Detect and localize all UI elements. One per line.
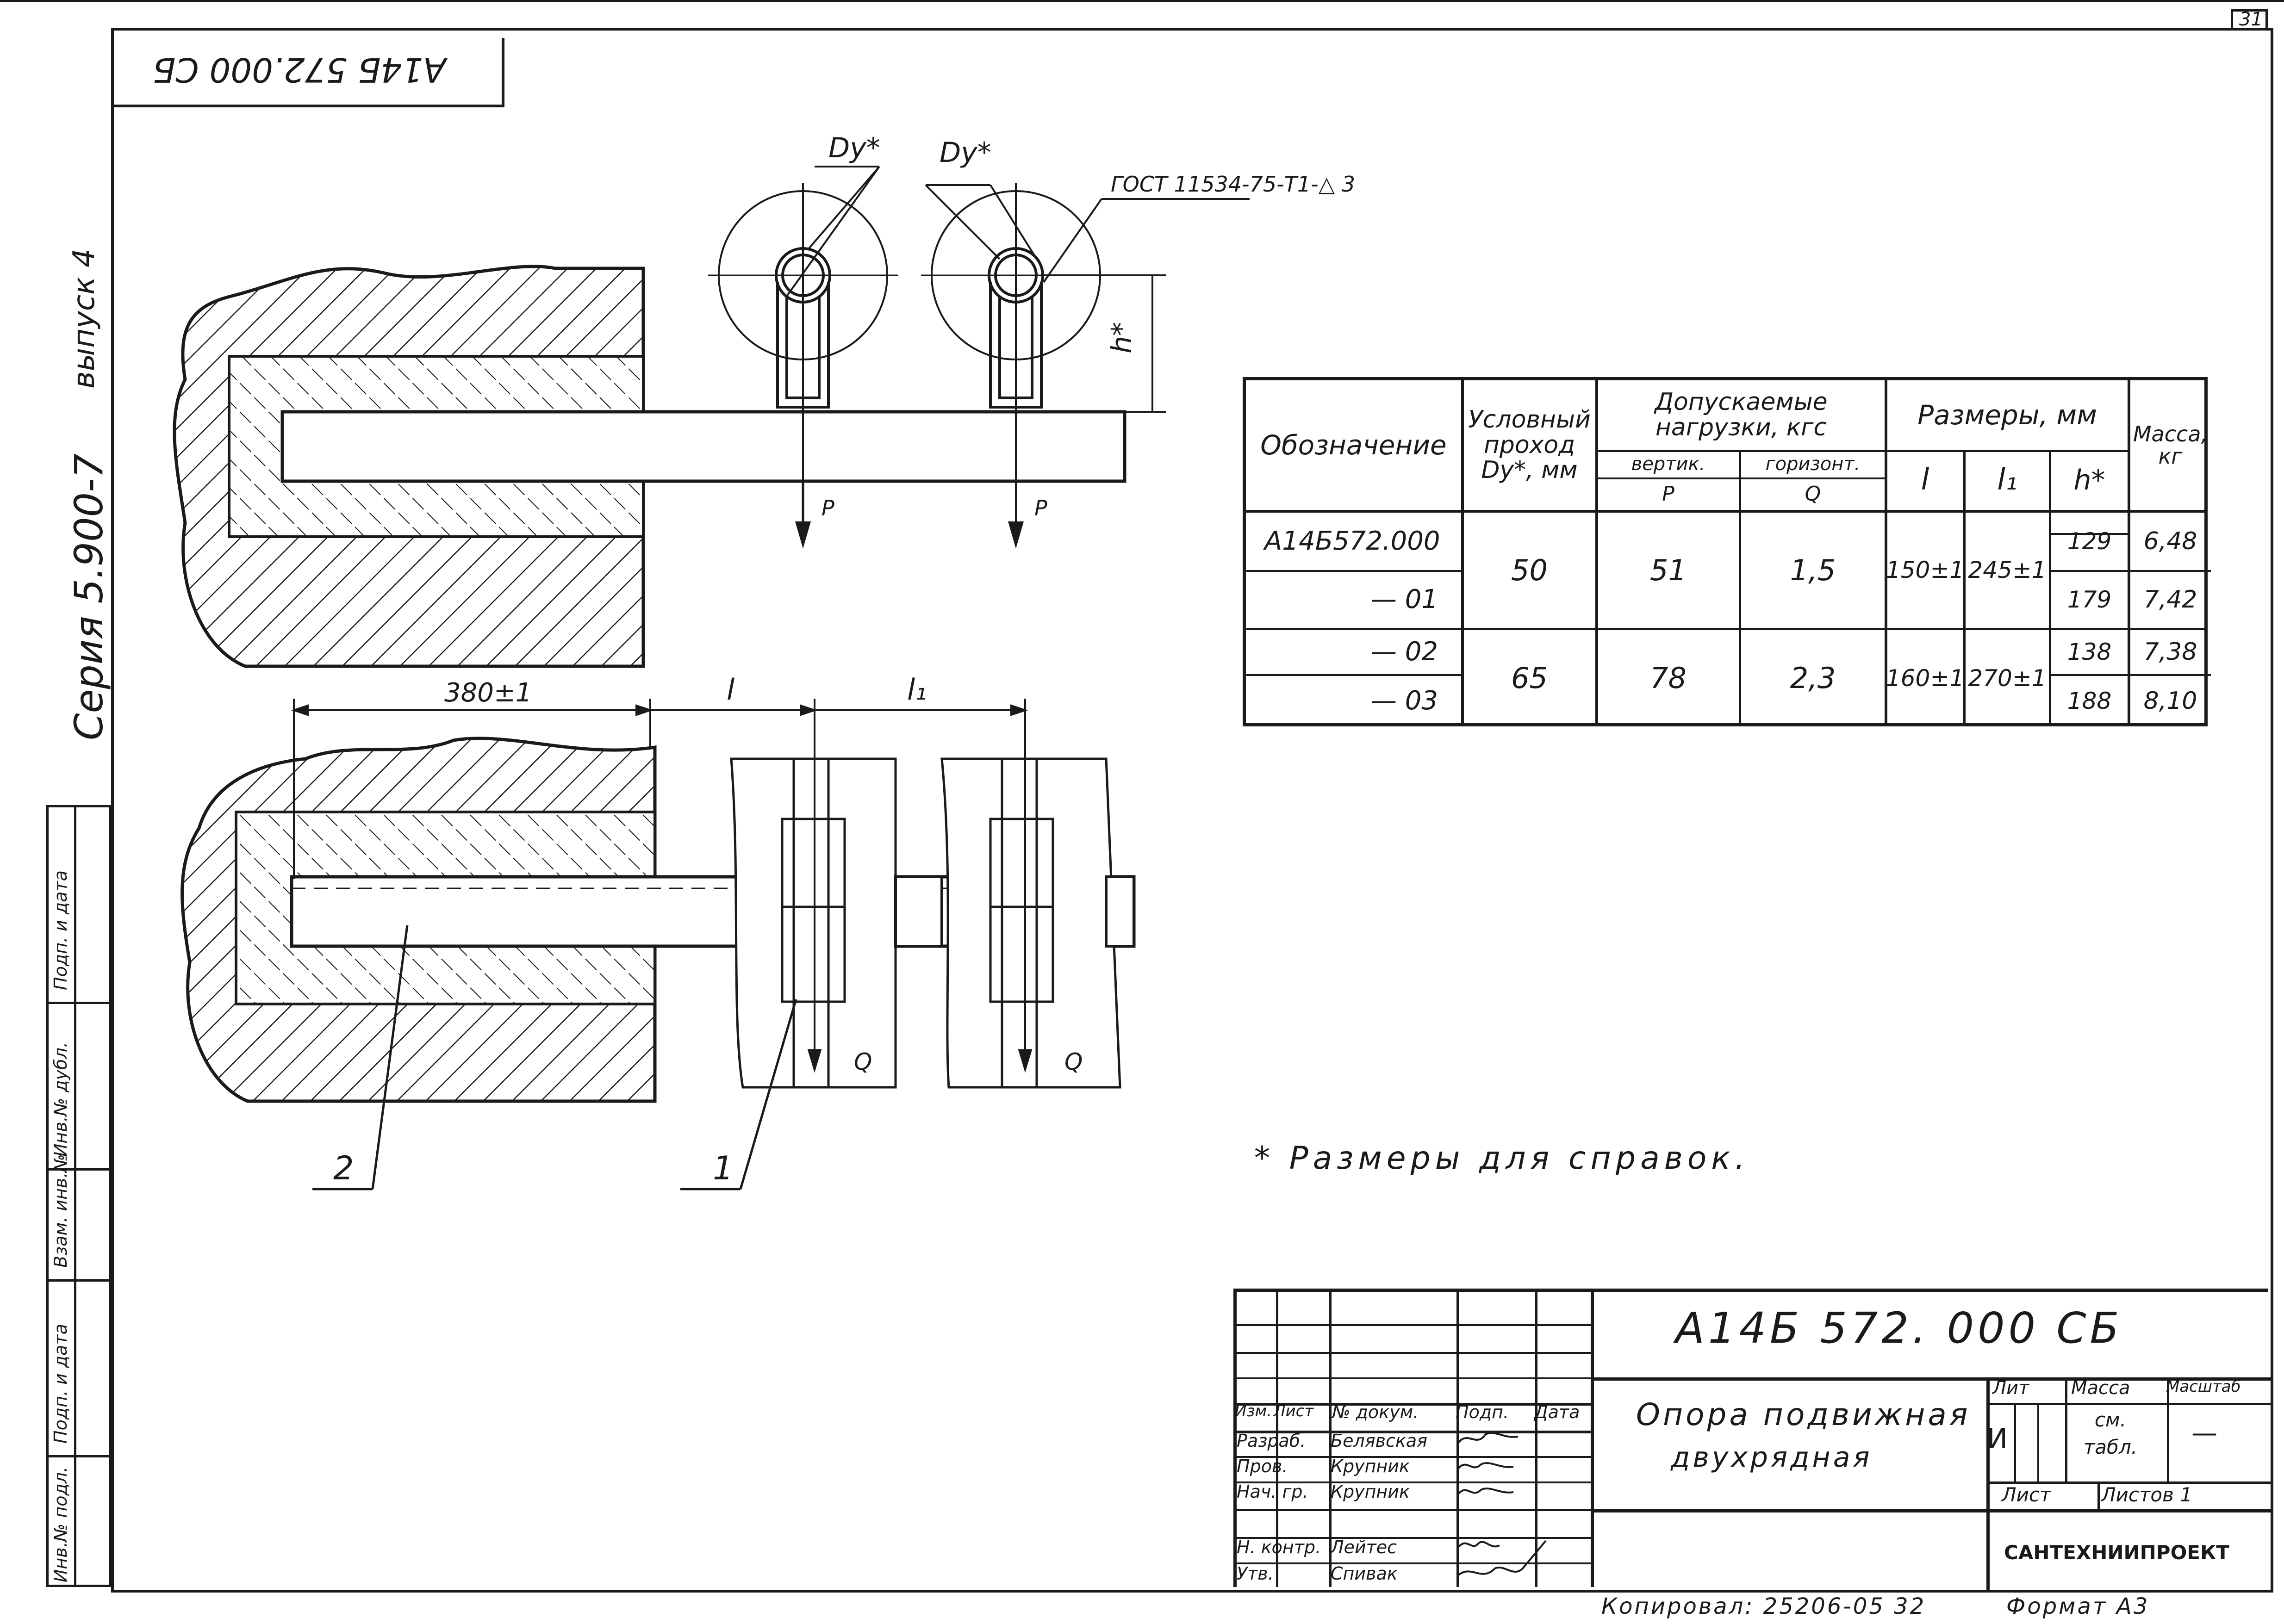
td-mass-2: 7,38	[2143, 638, 2197, 666]
dy-label-right: Dy*	[940, 136, 991, 169]
th-horiz: горизонт.	[1765, 453, 1861, 475]
tb-lit-label: Лит	[1992, 1377, 2029, 1399]
dim-l1: l₁	[907, 673, 927, 707]
weld-note: ГОСТ 11534-75-Т1-△ 3	[1111, 172, 1355, 197]
tb-role-1: Пров.	[1237, 1456, 1288, 1476]
title-block	[1233, 1289, 2271, 1590]
tb-col-sign: Подп.	[1456, 1402, 1509, 1422]
th-mass: Масса, кг	[2133, 421, 2208, 469]
th-q: Q	[1805, 482, 1821, 506]
stamp-sign-date-2: Подп. и дата	[50, 1324, 71, 1444]
h-dimension	[1041, 274, 1166, 413]
copied-by: Копировал: 25206-05 32	[1601, 1593, 1926, 1619]
tb-lit-value: И	[1987, 1423, 2008, 1455]
tb-name-0: Белявская	[1331, 1431, 1427, 1451]
tb-sheets-label: Листов 1	[2101, 1483, 2192, 1506]
tb-organization: САНТЕХНИИПРОЕКТ	[2004, 1541, 2229, 1564]
side-stamp	[46, 805, 111, 1587]
spec-table: Обозначение Условный проход Dy*, мм Допу…	[1243, 377, 2211, 726]
position-2: 2	[333, 1149, 354, 1187]
td-mass-3: 8,10	[2143, 687, 2197, 715]
tb-col-date: Дата	[1534, 1402, 1580, 1422]
tb-role-0: Разраб.	[1237, 1431, 1306, 1451]
tb-col-doc: № докум.	[1332, 1402, 1419, 1422]
position-1: 1	[713, 1149, 734, 1187]
th-designation: Обозначение	[1260, 429, 1447, 461]
td-dy-2: 65	[1511, 661, 1548, 695]
clamp-left	[730, 757, 897, 1089]
dy-leaders	[786, 166, 1250, 297]
signatures	[1457, 1432, 1547, 1576]
td-designation-0: А14Б572.000	[1264, 526, 1440, 556]
tb-mass-value: см. табл.	[2083, 1408, 2138, 1458]
td-h-0: 129	[2067, 527, 2112, 555]
td-l1-0: 245±1	[1968, 557, 2047, 584]
clamp-right	[940, 757, 1121, 1089]
tb-name-1: Опора подвижная	[1636, 1397, 1971, 1432]
stamp-orig-inv: Инв.№ подл.	[50, 1466, 71, 1582]
td-designation-1: — 01	[1370, 584, 1438, 615]
q-label-right: Q	[1064, 1048, 1083, 1075]
td-l-0: 150±1	[1886, 557, 1965, 584]
rotated-code-box	[113, 38, 504, 107]
beam-top	[280, 410, 1126, 483]
tb-col-list: Лист	[1274, 1402, 1314, 1420]
td-h-2: 138	[2067, 638, 2112, 666]
th-l1: l₁	[1997, 463, 2017, 497]
td-mass-0: 6,48	[2143, 527, 2197, 555]
format-label: Формат А3	[2006, 1593, 2150, 1619]
th-l: l	[1921, 463, 1929, 497]
tb-role-2: Нач. гр.	[1237, 1481, 1308, 1502]
tb-name-4: Лейтес	[1331, 1537, 1397, 1557]
plan-dimensions	[291, 699, 1028, 879]
tb-scale-value: —	[2191, 1418, 2217, 1448]
tb-role-4: Н. контр.	[1237, 1537, 1321, 1557]
tb-name-2: Крупник	[1331, 1481, 1410, 1502]
td-q-2: 2,3	[1790, 661, 1836, 695]
th-nominal: Условный проход Dy*, мм	[1468, 406, 1591, 484]
td-p-2: 78	[1650, 661, 1687, 695]
tb-col-izm: Изм.	[1235, 1402, 1272, 1420]
th-loads: Допускаемые нагрузки, кгс	[1655, 388, 1828, 441]
tb-name-2: двухрядная	[1671, 1441, 1873, 1474]
td-dy-0: 50	[1511, 553, 1548, 587]
tb-mass-label: Масса	[2071, 1377, 2130, 1399]
td-h-3: 188	[2067, 687, 2112, 714]
page-number-box	[2231, 9, 2268, 31]
p-label-right: P	[1034, 496, 1047, 521]
h-label: h*	[1106, 322, 1139, 354]
tb-sheet-label: Лист	[2002, 1483, 2051, 1506]
q-label-left: Q	[854, 1048, 872, 1075]
td-designation-3: — 03	[1370, 685, 1438, 716]
tb-name-1: Крупник	[1331, 1456, 1410, 1476]
position-leaders	[312, 925, 797, 1190]
th-h: h*	[2073, 464, 2105, 496]
tb-name-5: Спивак	[1331, 1563, 1398, 1584]
td-mass-1: 7,42	[2143, 586, 2197, 614]
td-p-0: 51	[1650, 553, 1687, 587]
td-q-0: 1,5	[1790, 553, 1836, 587]
pipe-left	[708, 183, 898, 549]
reference-note: * Размеры для справок.	[1254, 1140, 1750, 1177]
tb-scale-label: Масштаб	[2166, 1377, 2241, 1396]
tb-role-5: Утв.	[1237, 1563, 1274, 1584]
th-vert: вертик.	[1631, 453, 1705, 475]
th-dims: Размеры, мм	[1917, 399, 2097, 431]
th-p: P	[1662, 482, 1674, 506]
td-h-1: 179	[2067, 586, 2112, 614]
tb-code: А14Б 572. 000 СБ	[1675, 1303, 2123, 1353]
pipe-right	[921, 183, 1111, 549]
dim-380: 380±1	[444, 678, 532, 708]
dim-l: l	[727, 673, 735, 707]
td-l1-2: 270±1	[1968, 664, 2047, 692]
td-designation-2: — 02	[1370, 637, 1438, 667]
assembly-drawing	[173, 166, 1250, 1190]
td-l-2: 160±1	[1886, 664, 1965, 692]
dy-label-left: Dy*	[828, 132, 880, 164]
page-number: 31	[2239, 9, 2263, 30]
sheet-frame	[111, 28, 2273, 1593]
p-label-left: P	[821, 496, 834, 521]
